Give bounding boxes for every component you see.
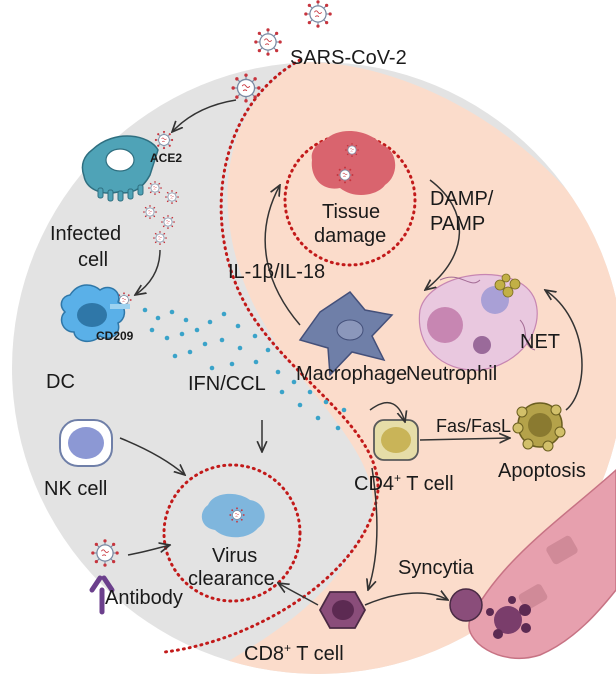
- labels: SARS-CoV-2 ACE2 Infected cell CD209 DC I…: [44, 47, 586, 665]
- virus-icon: [154, 130, 174, 150]
- label-fas-fasl: Fas/FasL: [436, 416, 511, 436]
- label-tissue-1: Tissue: [322, 201, 380, 223]
- syncytia-cell: [449, 588, 483, 622]
- label-damp-1: DAMP/: [430, 188, 494, 210]
- infected-cell: [81, 135, 159, 202]
- label-virus-clearance-1: Virus: [212, 545, 257, 567]
- virus-icon: [152, 230, 168, 246]
- label-nk-cell: NK cell: [44, 478, 107, 500]
- label-virus: SARS-CoV-2: [290, 47, 407, 69]
- virus-icon: [164, 189, 180, 205]
- cd4-t-cell: [373, 419, 419, 461]
- label-macrophage: Macrophage: [296, 363, 407, 385]
- label-damp-2: PAMP: [430, 213, 485, 235]
- neutrophil-net: [418, 273, 538, 371]
- label-dc: DC: [46, 371, 75, 393]
- virus-icon: [230, 72, 262, 104]
- label-ace2: ACE2: [150, 151, 182, 165]
- label-cd8: CD8+ T cell: [244, 641, 344, 665]
- macrophage: [298, 291, 394, 377]
- label-neutrophil: Neutrophil: [406, 363, 497, 385]
- virus-icon: [142, 204, 158, 220]
- virus-icon: [160, 214, 176, 230]
- tissue-damage-zone: [283, 130, 417, 267]
- label-il1b: IL-1β/IL-18: [228, 261, 325, 283]
- label-ifn-ccl: IFN/CCL: [188, 373, 266, 395]
- virus-clearance-zone: [162, 463, 302, 603]
- dendritic-cell: [60, 284, 130, 343]
- label-tissue-2: damage: [314, 225, 386, 247]
- label-cd209: CD209: [96, 329, 134, 343]
- label-cd4: CD4+ T cell: [354, 471, 454, 495]
- syncytia-band: [468, 468, 616, 660]
- label-antibody: Antibody: [105, 587, 183, 609]
- cytokine-dots: [142, 307, 347, 431]
- label-apoptosis: Apoptosis: [498, 460, 586, 482]
- virus-icon: [147, 180, 163, 196]
- label-infected-1: Infected: [50, 223, 121, 245]
- antibody-icon: [89, 538, 120, 615]
- label-net: NET: [520, 331, 560, 353]
- apoptosis-cell: [512, 402, 566, 452]
- virus-icon: [303, 0, 333, 29]
- syncytia-cell-cluster: [486, 596, 531, 639]
- label-infected-2: cell: [78, 249, 108, 271]
- label-syncytia: Syncytia: [398, 557, 474, 579]
- arrows: [119, 99, 583, 606]
- label-virus-clearance-2: clearance: [188, 568, 275, 590]
- nk-cell: [59, 419, 113, 467]
- virus-icon: [253, 27, 283, 57]
- cd8-t-cell: [318, 591, 367, 629]
